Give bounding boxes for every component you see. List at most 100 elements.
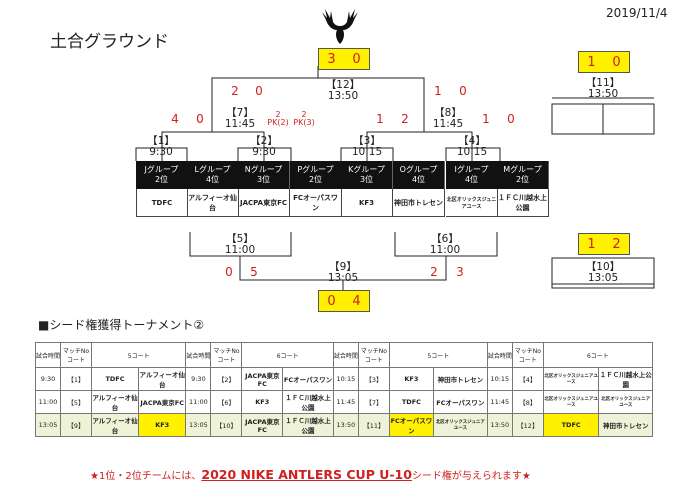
match-2: 【2】9:30 bbox=[250, 135, 278, 158]
footer-note: ★1位・2位チームには、2020 NIKE ANTLERS CUP U-10シー… bbox=[90, 467, 531, 482]
match-4: 【4】10:15 bbox=[456, 135, 488, 158]
th-time: 試合時間 bbox=[35, 342, 61, 368]
team-name: TDFC bbox=[136, 189, 188, 217]
score: 0 bbox=[255, 84, 263, 98]
table-cell: アルフィーオ仙台 bbox=[91, 413, 139, 437]
team-name: １ＦＣ川越水上公園 bbox=[497, 189, 549, 217]
th-court: 6コート bbox=[542, 342, 654, 368]
score: 0 bbox=[459, 84, 467, 98]
team-name: KF3 bbox=[341, 189, 393, 217]
table-cell: 【5】 bbox=[60, 390, 92, 414]
table-cell: 北区オリックスジュニアユース bbox=[542, 390, 600, 414]
ground-title: 土合グラウンド bbox=[50, 32, 169, 52]
table-cell: １ＦＣ川越水上公園 bbox=[282, 413, 334, 437]
score: 0 bbox=[507, 112, 515, 126]
table-cell: 10:15 bbox=[332, 367, 359, 391]
match-3: 【3】10:15 bbox=[351, 135, 383, 158]
th-match: マッチNo コート bbox=[511, 342, 544, 368]
score: 1 bbox=[434, 84, 442, 98]
date: 2019/11/4 bbox=[606, 6, 668, 20]
team-name: JACPA東京FC bbox=[238, 189, 290, 217]
score: 2 bbox=[430, 265, 438, 279]
table-cell: KF3 bbox=[241, 390, 284, 414]
th-time: 試合時間 bbox=[486, 342, 513, 368]
score: 1 bbox=[482, 112, 490, 126]
table-cell: FCオーパスワン bbox=[282, 367, 334, 391]
table-cell: 13:05 bbox=[185, 413, 212, 437]
table-cell: 13:50 bbox=[332, 413, 359, 437]
table-cell: 9:30 bbox=[35, 367, 61, 391]
th-court: 5コート bbox=[90, 342, 187, 368]
score: 3 bbox=[456, 265, 464, 279]
score: 0 bbox=[225, 265, 233, 279]
th-match: マッチNo コート bbox=[357, 342, 390, 368]
table-cell: アルフィーオ仙台 bbox=[91, 390, 139, 414]
table-cell: 11:45 bbox=[332, 390, 359, 414]
table-cell: TDFC bbox=[388, 390, 434, 414]
table-cell: 【8】 bbox=[511, 390, 544, 414]
table-cell: 【7】 bbox=[357, 390, 390, 414]
table-cell: 11:00 bbox=[185, 390, 212, 414]
table-cell: 13:05 bbox=[35, 413, 61, 437]
table-cell: 【11】 bbox=[357, 413, 390, 437]
th-time: 試合時間 bbox=[332, 342, 359, 368]
table-cell: TDFC bbox=[91, 367, 139, 391]
group-label-line: 2位 bbox=[308, 175, 323, 184]
table-cell: 北区オリックスジュニアユース bbox=[598, 390, 653, 414]
score: 2 bbox=[401, 112, 409, 126]
table-cell: 13:50 bbox=[486, 413, 513, 437]
table-cell: 神田市トレセン bbox=[432, 367, 488, 391]
table-cell: 北区オリックスジュニアユース bbox=[432, 413, 488, 437]
group-label-line: Nグループ bbox=[244, 165, 283, 174]
table-cell: FCオーパスワン bbox=[388, 413, 434, 437]
score: 4 bbox=[171, 112, 179, 126]
group-label-line: 4位 bbox=[464, 175, 479, 184]
team-name: アルフィーオ仙台 bbox=[187, 189, 239, 217]
table-cell: 【2】 bbox=[210, 367, 243, 391]
group-label-line: 3位 bbox=[359, 175, 374, 184]
table-cell: １ＦＣ川越水上公園 bbox=[282, 390, 334, 414]
th-court: 5コート bbox=[388, 342, 488, 368]
table-cell: 11:45 bbox=[486, 390, 513, 414]
table-cell: 神田市トレセン bbox=[598, 413, 653, 437]
table-cell: １ＦＣ川越水上公園 bbox=[598, 367, 653, 391]
team-name: 北区オリックスジュニアユース bbox=[446, 189, 498, 217]
match-6: 【6】11:00 bbox=[429, 233, 461, 256]
group-label-line: Lグループ bbox=[194, 165, 231, 174]
th-time: 試合時間 bbox=[185, 342, 212, 368]
table-cell: JACPA東京FC bbox=[241, 367, 284, 391]
group-label-line: 3位 bbox=[256, 175, 271, 184]
group-label-line: Oグループ bbox=[399, 165, 438, 174]
score: 5 bbox=[250, 265, 258, 279]
table-cell: 【6】 bbox=[210, 390, 243, 414]
group-label-line: Iグループ bbox=[454, 165, 489, 174]
group-label-line: Mグループ bbox=[503, 165, 542, 174]
group-label-line: 2位 bbox=[515, 175, 530, 184]
table-cell: 【1】 bbox=[60, 367, 92, 391]
th-match: マッチNo コート bbox=[210, 342, 243, 368]
group-label-line: Jグループ bbox=[144, 165, 179, 174]
group-label-line: Kグループ bbox=[348, 165, 385, 174]
table-cell: 【3】 bbox=[357, 367, 390, 391]
score: 1 bbox=[376, 112, 384, 126]
th-match: マッチNo コート bbox=[60, 342, 92, 368]
table-cell: 【4】 bbox=[511, 367, 544, 391]
match-8: 【8】11:45 bbox=[432, 107, 464, 130]
match-5: 【5】11:00 bbox=[224, 233, 256, 256]
table-cell: JACPA東京FC bbox=[137, 390, 187, 414]
